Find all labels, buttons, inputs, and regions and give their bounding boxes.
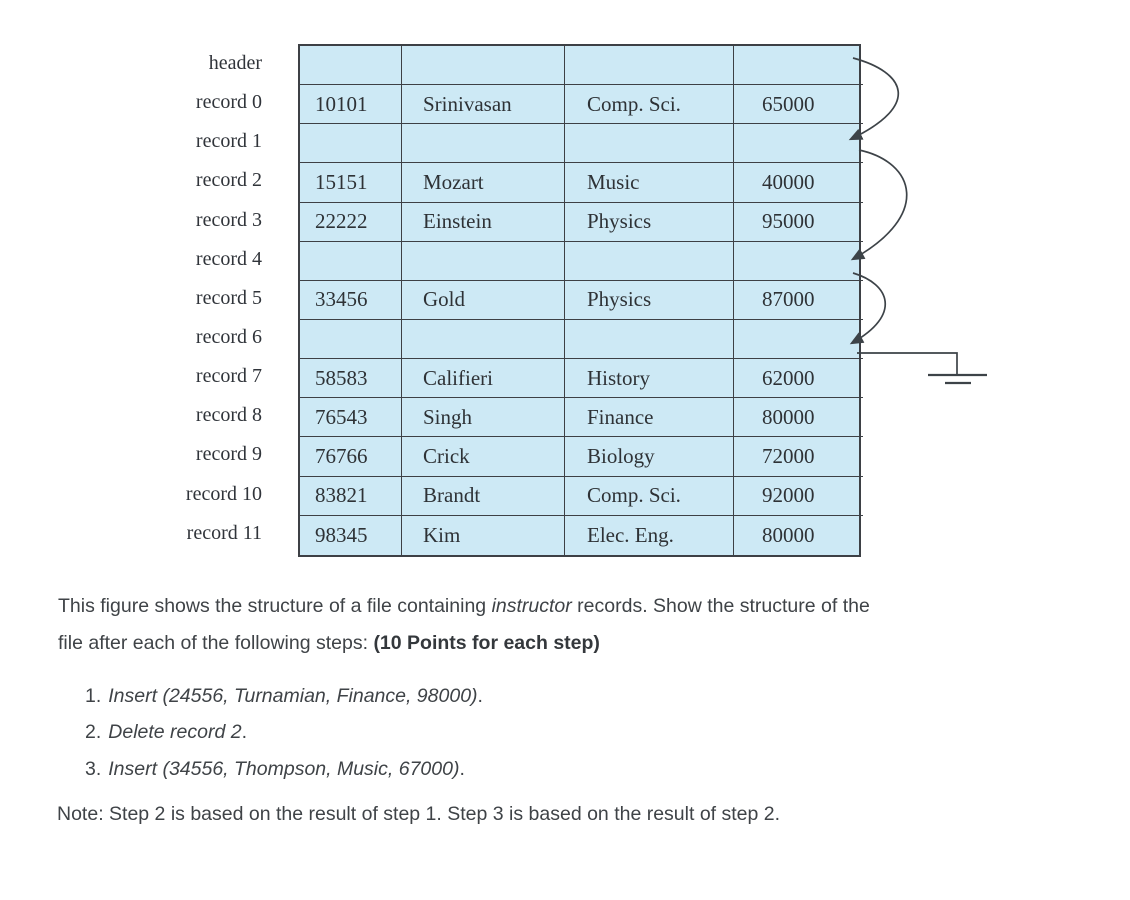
cell-record-1-id	[300, 124, 402, 164]
question-intro-line2: file after each of the following steps:	[58, 631, 374, 654]
cell-record-6-name	[402, 319, 565, 360]
step-number: 1.	[85, 685, 102, 707]
row-label-header: header	[208, 52, 262, 75]
cell-record-2-name: Mozart	[402, 163, 565, 203]
cell-record-7-id: 58583	[300, 359, 402, 399]
free-list-pointer-arrows	[848, 57, 987, 385]
row-label-record-1: record 1	[195, 130, 262, 153]
row-label-record-10: record 10	[185, 482, 262, 505]
cell-record-11-name: Kim	[402, 515, 565, 555]
cell-record-11-salary: 80000	[762, 522, 815, 547]
cell-record-8-dept: Finance	[565, 398, 734, 438]
step-item-1: 1. Insert (24556, Turnamian, Finance, 980…	[85, 678, 483, 714]
step-suffix: .	[241, 721, 248, 744]
cell-record-11-dept: Elec. Eng.	[565, 515, 734, 555]
row-label-record-9: record 9	[195, 443, 262, 466]
cell-record-1-dept	[565, 124, 734, 164]
cell-record-0-dept: Comp. Sci.	[565, 85, 734, 125]
cell-record-3-dept: Physics	[565, 202, 734, 242]
cell-record-7-dept: History	[565, 359, 734, 399]
cell-record-8-salary: 80000	[734, 398, 863, 438]
row-label-record-6: record 6	[195, 326, 262, 349]
cell-record-0-id: 10101	[300, 85, 402, 125]
cell-record-1-salary	[734, 124, 863, 164]
cell-record-8-name: Singh	[402, 398, 565, 438]
arrow-header-to-record1	[848, 57, 899, 141]
step-number: 2.	[85, 721, 102, 744]
arrow-record4-to-record6	[849, 272, 886, 345]
record6-to-ground-wire	[857, 352, 958, 375]
row-label-record-7: record 7	[195, 365, 262, 388]
cell-record-7-salary: 62000	[734, 359, 863, 399]
ground-symbol-icon	[928, 373, 987, 385]
cell-record-10-salary: 92000	[734, 477, 863, 516]
cell-record-4-name	[402, 241, 565, 281]
cell-record-0-name: Srinivasan	[402, 85, 565, 125]
cell-record-5-id: 33456	[300, 280, 402, 320]
cell-record-5-salary: 87000	[734, 281, 863, 320]
step-instruction: Insert (34556, Thompson, Music, 67000)	[108, 757, 460, 780]
step-item-3: 3. Insert (34556, Thompson, Music, 67000)…	[85, 751, 483, 787]
cell-record-9-salary: 72000	[734, 437, 863, 477]
step-instruction: Delete record 2	[108, 721, 242, 744]
cell-record-5-dept: Physics	[565, 280, 734, 320]
row-label-column: header record 0 record 1 record 2 record 3 re…	[0, 44, 262, 553]
row-label-record-11: record 11	[186, 521, 262, 544]
cell-record-10-name: Brandt	[402, 476, 565, 516]
row-label-record-0: record 0	[195, 91, 262, 114]
question-paragraph: This figure shows the structure of a fil…	[58, 588, 1048, 661]
step-suffix: .	[459, 757, 465, 780]
arrow-record1-to-record4	[850, 149, 908, 261]
cell-record-1-name	[402, 124, 565, 164]
cell-record-7-name: Califieri	[402, 359, 565, 399]
cell-header-id	[300, 46, 402, 86]
cell-record-5-name: Gold	[402, 280, 565, 320]
cell-record-9-dept: Biology	[565, 437, 734, 477]
cell-header-dept	[565, 46, 734, 86]
cell-record-2-dept: Music	[565, 163, 734, 203]
cell-record-9-name: Crick	[402, 437, 565, 477]
instructor-file-figure: header record 0 record 1 record 2 record 3 re…	[0, 44, 987, 557]
row-label-record-5: record 5	[195, 286, 262, 309]
cell-record-4-dept	[565, 241, 734, 281]
cell-record-3-name: Einstein	[402, 202, 565, 242]
question-intro-continued: records. Show the structure of the	[571, 595, 870, 617]
instructor-italic: instructor	[491, 595, 572, 617]
cell-record-11-id: 98345	[300, 515, 402, 555]
row-label-record-2: record 2	[195, 169, 262, 192]
cell-record-8-id: 76543	[300, 398, 402, 438]
cell-record-6-salary	[734, 320, 863, 360]
cell-record-3-id: 22222	[300, 202, 402, 242]
cell-record-4-salary	[734, 242, 863, 281]
step-instruction: Insert (24556, Turnamian, Finance, 98000…	[108, 685, 478, 707]
question-intro-text: This figure shows the structure of a fil…	[58, 595, 492, 617]
cell-record-3-salary: 95000	[734, 203, 863, 242]
cell-record-2-salary: 40000	[734, 163, 863, 203]
cell-record-4-id	[300, 241, 402, 281]
cell-record-9-id: 76766	[300, 437, 402, 477]
cell-record-6-dept	[565, 319, 734, 360]
step-number: 3.	[85, 757, 102, 780]
steps-list: 1. Insert (24556, Turnamian, Finance, 980…	[85, 678, 483, 787]
note-text: Note: Step 2 is based on the result of s…	[57, 803, 781, 825]
cell-record-2-id: 15151	[300, 163, 402, 203]
points-bold-text: (10 Points for each step)	[373, 631, 600, 654]
row-label-record-4: record 4	[195, 247, 262, 270]
cell-header-name	[402, 46, 565, 86]
cell-record-0-salary: 65000	[734, 85, 863, 125]
row-label-record-3: record 3	[195, 208, 262, 231]
cell-record-10-dept: Comp. Sci.	[565, 476, 734, 516]
step-item-2: 2. Delete record 2.	[85, 714, 483, 750]
cell-header-salary	[734, 46, 863, 86]
row-label-record-8: record 8	[195, 404, 262, 427]
cell-record-10-id: 83821	[300, 476, 402, 516]
cell-record-6-id	[300, 319, 402, 360]
step-suffix: .	[477, 685, 483, 707]
